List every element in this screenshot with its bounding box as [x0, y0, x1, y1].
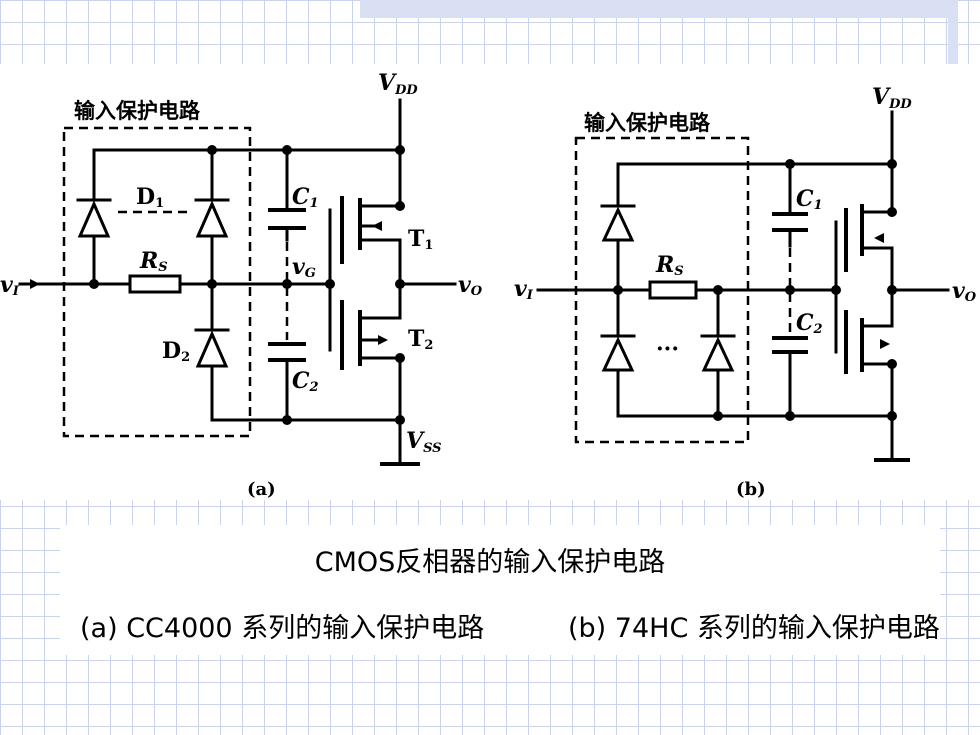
diode-d1-left-icon — [76, 198, 112, 238]
t1b-arrow-icon — [874, 233, 884, 243]
diode-b1-icon — [600, 204, 636, 242]
c1-label-b: C1 — [796, 186, 823, 213]
ellipsis-b: ··· — [656, 336, 679, 362]
c1-label-a: C1 — [292, 184, 319, 211]
t1-label: T1 — [408, 226, 433, 253]
resistor-a — [128, 274, 182, 294]
box-label-a: 输入保护电路 — [74, 99, 201, 123]
tag-a: (a) — [247, 479, 276, 500]
terminals-b — [860, 210, 894, 366]
diode-d2-icon — [194, 328, 230, 368]
output-label-b: vO — [952, 278, 977, 305]
diagram-paper — [0, 64, 980, 500]
vss-label-a: VSS — [406, 428, 442, 456]
t2-arrow-icon — [378, 335, 388, 345]
circuit-a: 输入保护电路 — [0, 70, 483, 500]
protection-box-a — [62, 126, 252, 438]
tag-b: (b) — [736, 479, 766, 500]
d1-label: D1 — [136, 184, 164, 211]
junctions-a — [89, 145, 405, 425]
rs-label-a: RS — [139, 248, 168, 275]
resistor-b — [648, 280, 698, 300]
top-decor-bar — [360, 0, 956, 18]
c2-label-b: C2 — [796, 310, 823, 337]
caption-a: (a) CC4000 系列的输入保护电路 — [80, 613, 485, 644]
junctions-b — [613, 159, 897, 421]
capacitor-c1-icon — [268, 208, 306, 230]
c2-label-a: C2 — [292, 368, 319, 395]
t1-arrow-icon — [372, 221, 382, 231]
output-label-a: vO — [458, 272, 483, 299]
caption-title: CMOS反相器的输入保护电路 — [314, 547, 666, 578]
caption-paper — [60, 525, 940, 655]
diode-b2-icon — [600, 334, 636, 372]
circuit-b: 输入保护电路 ··· — [514, 84, 977, 500]
t2b-arrow-icon — [880, 339, 890, 349]
capacitor-c2-b-icon — [772, 336, 808, 354]
capacitor-c2-icon — [268, 342, 306, 362]
box-label-b: 输入保护电路 — [584, 111, 711, 135]
input-label-b: vI — [514, 276, 534, 303]
diode-b3-icon — [700, 334, 736, 372]
input-arrow-a — [30, 279, 40, 289]
vdd-label-b: VDD — [872, 84, 912, 112]
diode-d1-right-icon — [194, 198, 230, 238]
gate-node-label-a: vG — [292, 254, 316, 281]
t2-label: T2 — [408, 326, 433, 353]
input-label-a: vI — [0, 272, 20, 299]
capacitor-c1-b-icon — [772, 212, 808, 232]
d2-label: D2 — [162, 338, 190, 365]
side-decor-bar — [948, 0, 958, 80]
caption-b: (b) 74HC 系列的输入保护电路 — [568, 613, 940, 644]
vdd-label-a: VDD — [378, 70, 418, 98]
rs-label-b: RS — [655, 252, 684, 279]
